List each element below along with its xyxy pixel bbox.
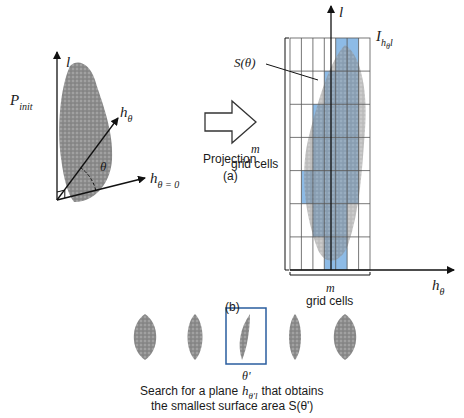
label-text: θ = 0: [158, 179, 180, 190]
bracket: [285, 38, 289, 270]
label-text: Search for a plane: [140, 384, 238, 398]
label-text: grid cells: [231, 157, 278, 171]
label-group: hθ: [120, 104, 132, 120]
label-group: hθ: [432, 277, 444, 293]
label-text: that obtains: [261, 384, 323, 398]
right-angle-mark: [57, 190, 65, 198]
projection-arrow: [205, 101, 256, 143]
label-text: θ: [100, 159, 106, 174]
label-group: m: [326, 279, 335, 295]
projected-cloud: [304, 45, 366, 261]
l-axis: [330, 6, 331, 270]
label-text: l: [390, 37, 393, 48]
label-group: hθ = 0: [150, 170, 179, 186]
label-group: grid cells: [231, 155, 278, 171]
selection-box: [226, 308, 266, 364]
label-text: θ: [386, 42, 390, 51]
h-theta-axis: [290, 269, 454, 270]
label-text: h: [242, 383, 249, 398]
label-text: θ: [128, 113, 133, 124]
projection-sample: [334, 314, 357, 360]
label-text: I: [376, 28, 381, 44]
label-text: (a): [223, 169, 238, 183]
label-text: S(θ): [234, 55, 256, 70]
label-group: Search for a planehθ'lthat obtains: [140, 382, 323, 398]
label-text: h: [120, 104, 128, 120]
label-text: init: [19, 101, 32, 112]
label-text: h: [150, 170, 158, 186]
label-text: m: [251, 142, 260, 156]
label-group: Pinit: [10, 92, 33, 108]
label-text: P: [10, 92, 19, 108]
label-text: m: [326, 281, 335, 295]
l-axis: [56, 52, 57, 200]
label-text: the smallest surface area S(θ'): [151, 399, 313, 413]
projection-sample: [188, 314, 203, 360]
projection-sample: [289, 314, 301, 360]
label-group: Ihθl: [376, 28, 393, 44]
label-group: θ: [100, 158, 106, 174]
label-group: θ': [242, 367, 250, 383]
label-group: (b): [225, 298, 240, 314]
label-group: S(θ): [234, 54, 256, 70]
leader-line: [266, 64, 318, 80]
angle-arc: [81, 168, 96, 190]
label-group: m: [251, 140, 260, 156]
projection-sample: [240, 314, 250, 360]
label-group: l: [66, 54, 70, 70]
bracket: [290, 272, 370, 275]
label-group: grid cells: [306, 292, 353, 308]
label-text: (b): [225, 300, 240, 314]
label-text: h: [381, 37, 386, 48]
grid: [290, 38, 370, 270]
label-text: θ': [242, 369, 250, 383]
point-cloud: [59, 62, 112, 202]
label-text: grid cells: [306, 294, 353, 308]
label-group: l: [339, 4, 343, 20]
label-text: l: [66, 54, 70, 70]
h-zero-axis: [57, 178, 145, 200]
label-text: θ: [440, 286, 445, 297]
label-text: h: [432, 277, 440, 293]
label-text: l: [339, 4, 343, 20]
label-group: the smallest surface area S(θ'): [151, 397, 313, 413]
projection-sample: [134, 314, 157, 360]
